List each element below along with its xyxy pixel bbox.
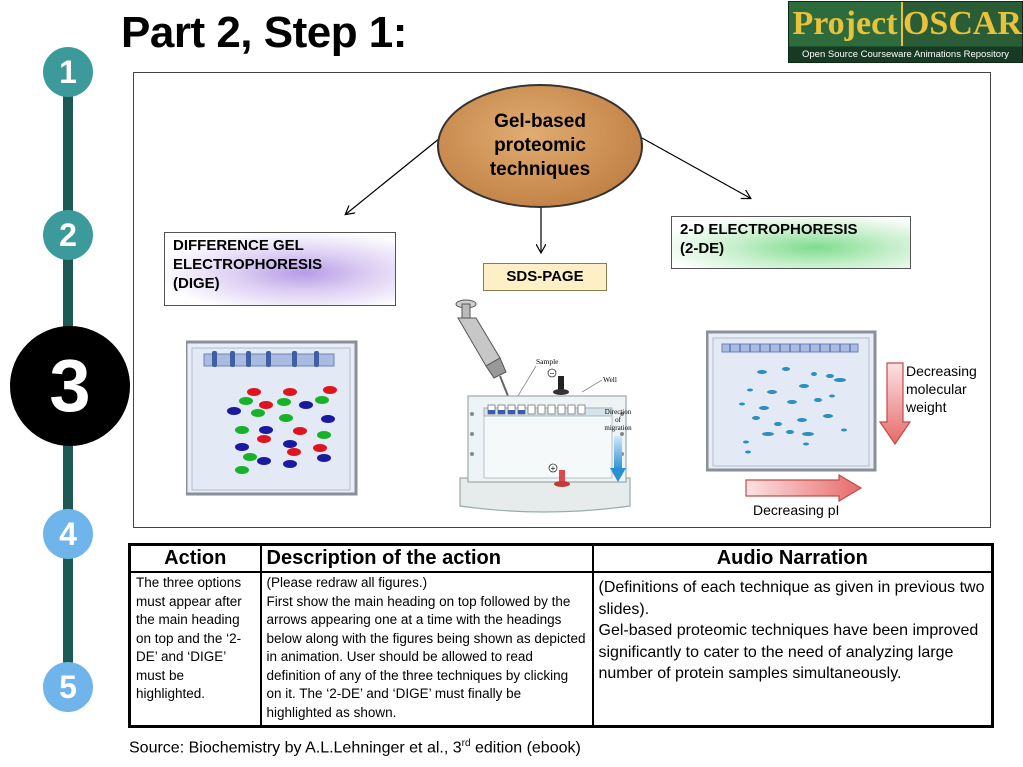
step-5-button[interactable]: 5 xyxy=(43,662,93,712)
plus-electrode-sign: + xyxy=(551,464,556,473)
pipette-icon xyxy=(455,299,513,407)
logo-oscar-text: OSCAR xyxy=(900,2,1022,46)
source-superscript: rd xyxy=(461,738,471,749)
description-line-1: (Please redraw all figures.) xyxy=(266,575,428,590)
description-cell: (Please redraw all figures.) First show … xyxy=(259,571,594,728)
dige-line-3: (DIGE) xyxy=(173,275,220,292)
2de-protein-spots xyxy=(739,367,847,454)
logo-project-text: Project xyxy=(789,2,901,46)
migration-direction-arrow xyxy=(610,436,626,482)
header-action: Action xyxy=(128,543,262,573)
dige-heading-box[interactable]: DIFFERENCE GEL ELECTROPHORESIS (DIGE) xyxy=(164,232,396,306)
mw-label-line-1: Decreasing xyxy=(906,363,977,379)
sds-page-heading-box[interactable]: SDS-PAGE xyxy=(483,263,607,291)
direction-label: Direction xyxy=(605,408,632,416)
sds-page-apparatus-figure: − + Sample Well Direction of migration xyxy=(455,299,632,513)
source-edition: edition (ebook) xyxy=(470,739,581,757)
migration-label: migration xyxy=(604,424,632,432)
direction-of-label: of xyxy=(615,416,622,424)
source-text: Source: Biochemistry by A.L.Lehninger et… xyxy=(129,739,462,757)
dige-gel-figure xyxy=(186,340,358,496)
decreasing-pi-label: Decreasing pI xyxy=(753,502,840,518)
narration-line-2: Gel-based proteomic techniques have been… xyxy=(598,622,979,682)
step-2-button[interactable]: 2 xyxy=(43,210,93,260)
root-node-gel-based-proteomic[interactable]: Gel-based proteomic techniques xyxy=(437,84,643,208)
narration-cell: (Definitions of each technique as given … xyxy=(591,571,994,728)
well-label: Well xyxy=(603,375,617,384)
logo-tagline: Open Source Courseware Animations Reposi… xyxy=(789,47,1022,62)
action-cell: The three options must appear after the … xyxy=(128,571,262,728)
decreasing-molecular-weight-label: Decreasing molecular weight xyxy=(906,362,977,416)
step-4-button[interactable]: 4 xyxy=(43,509,93,559)
dige-protein-spots xyxy=(227,386,337,474)
decreasing-pi-arrow xyxy=(745,474,863,502)
mw-label-line-3: weight xyxy=(906,399,947,415)
description-line-2: First show the main heading on top follo… xyxy=(266,593,586,720)
2de-line-2: (2-DE) xyxy=(680,240,725,257)
table-row: The three options must appear after the … xyxy=(128,571,994,728)
sample-label: Sample xyxy=(536,357,559,366)
storyboard-table: Action Description of the action Audio N… xyxy=(128,543,994,728)
page-title: Part 2, Step 1: xyxy=(121,8,407,57)
2de-gel-figure xyxy=(706,330,877,472)
source-citation: Source: Biochemistry by A.L.Lehninger et… xyxy=(129,738,581,757)
2de-heading-box[interactable]: 2-D ELECTROPHORESIS (2-DE) xyxy=(671,216,911,269)
header-audio-narration: Audio Narration xyxy=(591,543,994,573)
decreasing-molecular-weight-arrow xyxy=(878,362,912,446)
root-line-2: proteomic xyxy=(494,135,586,156)
dige-line-1: DIFFERENCE GEL xyxy=(173,237,304,254)
step-1-button[interactable]: 1 xyxy=(43,47,93,97)
arrow-to-dige xyxy=(346,137,441,214)
step-3-button-current[interactable]: 3 xyxy=(10,326,130,446)
project-oscar-logo: Project OSCAR Open Source Courseware Ani… xyxy=(788,1,1023,63)
header-description: Description of the action xyxy=(259,543,594,573)
root-line-1: Gel-based xyxy=(494,111,586,132)
mw-label-line-2: molecular xyxy=(906,381,967,397)
dige-line-2: ELECTROPHORESIS xyxy=(173,256,323,273)
narration-line-1: (Definitions of each technique as given … xyxy=(598,579,985,618)
arrow-to-2de xyxy=(641,137,750,198)
minus-electrode-sign: − xyxy=(550,369,555,378)
root-line-3: techniques xyxy=(489,159,591,180)
table-header-row: Action Description of the action Audio N… xyxy=(128,543,994,573)
2de-line-1: 2-D ELECTROPHORESIS xyxy=(680,221,858,238)
